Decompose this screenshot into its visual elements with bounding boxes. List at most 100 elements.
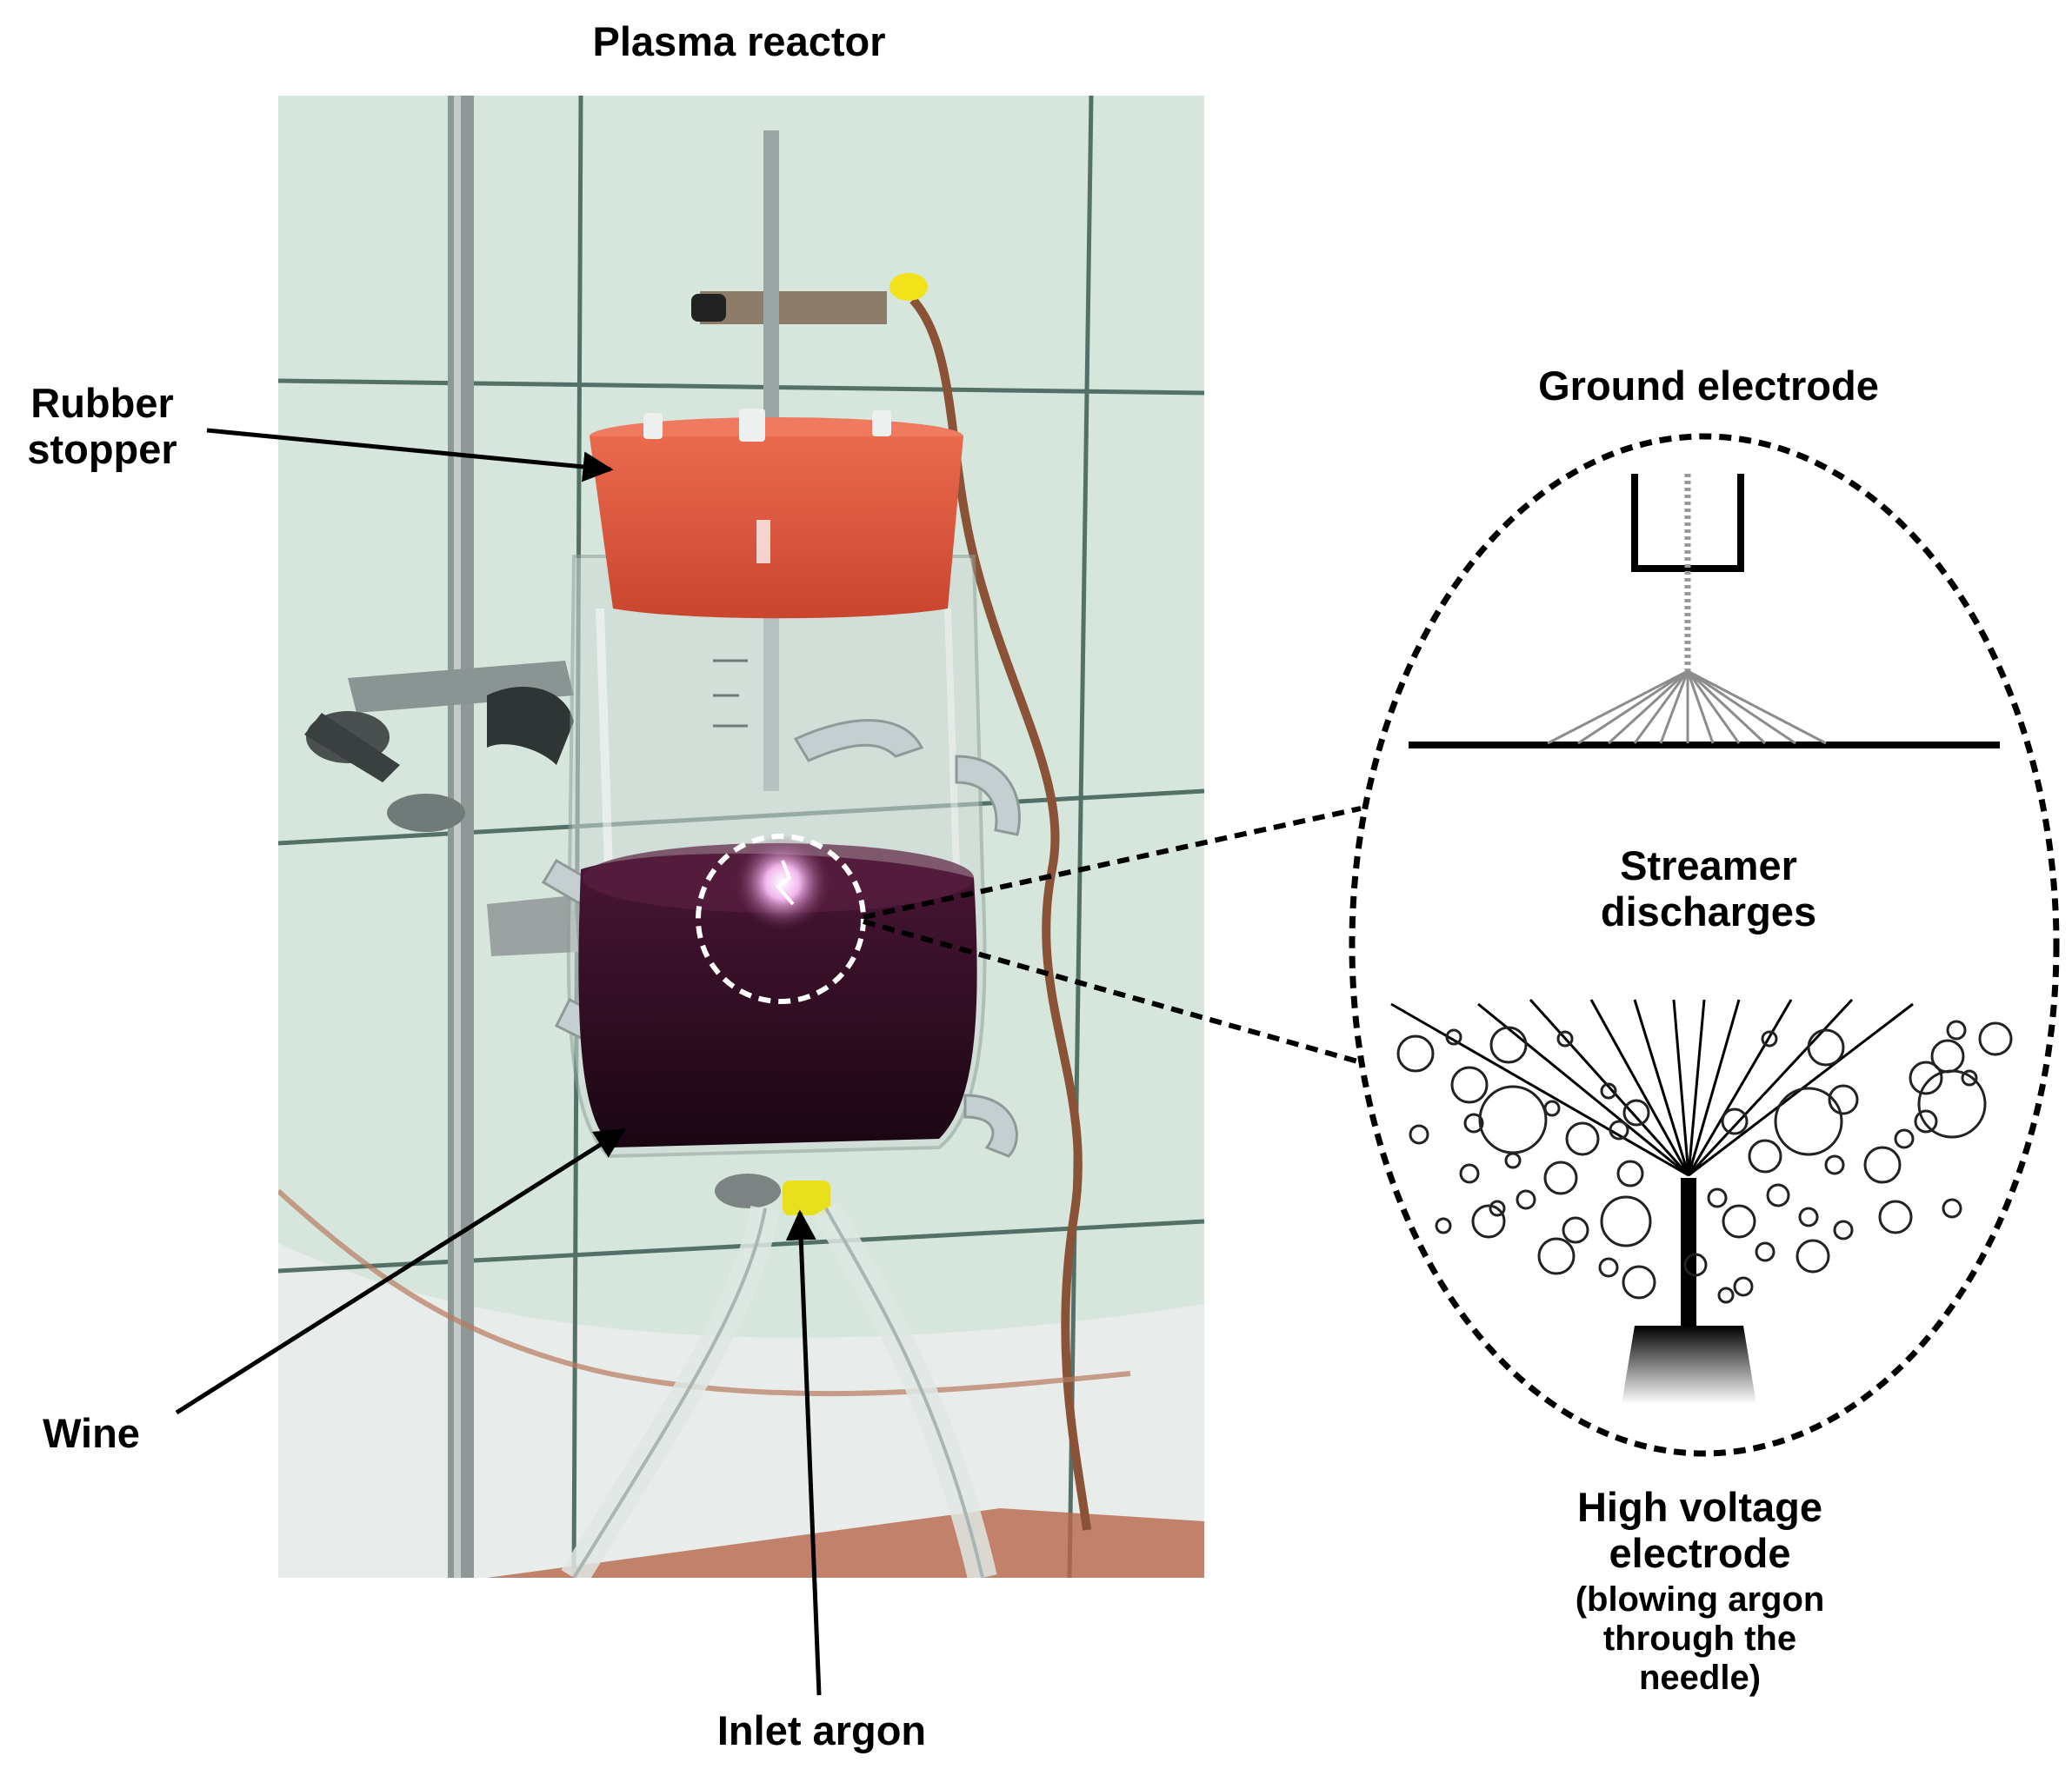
bubble <box>1909 1061 1943 1095</box>
bubble <box>1721 1108 1749 1135</box>
bubbles <box>1396 1020 2013 1304</box>
rubber-stopper <box>590 409 963 619</box>
wine-arrow <box>175 1127 626 1415</box>
bubble <box>1609 1120 1629 1141</box>
bubble <box>1796 1239 1830 1274</box>
bubble <box>1914 1109 1938 1134</box>
bubble <box>1833 1220 1854 1241</box>
bubble <box>1863 1146 1902 1184</box>
bubble <box>1616 1160 1644 1187</box>
bubble <box>1894 1128 1915 1149</box>
electrode-schematic <box>1349 433 2060 1457</box>
streamer-ray <box>1687 999 1706 1176</box>
ground-electrode-label: Ground electrode <box>1538 363 1879 409</box>
bubble <box>1622 1099 1650 1127</box>
fan-ray <box>1687 669 1827 745</box>
bubble <box>1828 1084 1859 1115</box>
bubble <box>1463 1113 1484 1134</box>
bubble <box>1748 1139 1782 1174</box>
spark-highlight-circle <box>696 834 866 1004</box>
bubble <box>1396 1034 1435 1073</box>
fan-ray <box>1547 669 1689 745</box>
inlet-argon-arrow <box>785 1209 822 1696</box>
bubble <box>1409 1124 1429 1145</box>
wine <box>578 853 977 1147</box>
bubble <box>1562 1216 1589 1244</box>
fan-ray <box>1659 670 1689 744</box>
bubble <box>1946 1020 1967 1041</box>
bubble <box>1489 1200 1506 1217</box>
copper-plate <box>487 1508 1204 1578</box>
bubble <box>1450 1066 1489 1104</box>
bubble <box>1942 1198 1962 1219</box>
fan-ray <box>1686 670 1741 744</box>
fan-ray <box>1577 669 1689 745</box>
bubble <box>1755 1241 1776 1262</box>
bubble <box>1537 1237 1576 1275</box>
streamer-ray <box>1477 1002 1689 1177</box>
bubble <box>1683 1253 1708 1277</box>
wine-label: Wine <box>43 1410 140 1456</box>
streamer-ray <box>1687 999 1793 1176</box>
fan-ray <box>1686 669 1767 745</box>
ground-electrode <box>1631 474 1744 572</box>
bubble <box>1489 1026 1528 1064</box>
label-arrows <box>175 428 822 1696</box>
bubble <box>1978 1021 2013 1056</box>
fan-ray <box>1633 670 1689 744</box>
bubble <box>1824 1154 1845 1175</box>
streamer-ray <box>1687 999 1741 1176</box>
plasma-spark <box>735 835 830 930</box>
bubble <box>1761 1030 1778 1048</box>
streamer-discharges-label: Streamer discharges <box>1600 842 1817 935</box>
reactor-photo <box>278 96 1204 1578</box>
bubble <box>1600 1195 1652 1247</box>
bubble <box>1435 1217 1452 1234</box>
bubble <box>1774 1087 1843 1156</box>
argon-inlet-fitting <box>561 1174 997 1578</box>
bubble <box>1798 1207 1819 1227</box>
bubble <box>1459 1163 1480 1184</box>
stand-clamp <box>304 661 578 956</box>
bubble <box>1543 1161 1578 1195</box>
zoom-connector-lines <box>863 806 1362 1065</box>
streamer-ray <box>1633 999 1690 1176</box>
streamer-ray <box>1589 999 1690 1176</box>
bubble <box>1478 1085 1548 1154</box>
fan-ray <box>1607 669 1689 745</box>
high-voltage-electrode <box>1622 1178 1756 1404</box>
rubber-stopper-label: Rubber stopper <box>27 380 177 472</box>
bubble <box>1471 1204 1506 1239</box>
high-voltage-note: (blowing argon through the needle) <box>1575 1580 1825 1697</box>
bubble <box>1600 1082 1617 1100</box>
bubble <box>1598 1257 1619 1278</box>
ground-discharge-fan <box>1547 669 1827 745</box>
bubble <box>1722 1204 1756 1239</box>
streamer-ray <box>1672 999 1690 1176</box>
bubble <box>1543 1100 1561 1117</box>
inlet-argon-label: Inlet argon <box>716 1707 927 1753</box>
bubble <box>1930 1039 1965 1074</box>
high-voltage-electrode-label: High voltage electrode <box>1576 1484 1823 1576</box>
bubble <box>1807 1028 1845 1067</box>
bubble <box>1504 1152 1522 1169</box>
streamer-lines <box>1390 998 1914 1177</box>
bubble <box>1766 1183 1790 1207</box>
bubble <box>1565 1121 1600 1156</box>
bubble <box>1878 1200 1913 1234</box>
bubble <box>1622 1265 1656 1300</box>
bubble <box>1556 1030 1574 1048</box>
streamer-ray <box>1529 998 1690 1177</box>
figure-title: Plasma reactor <box>592 18 886 64</box>
fan-ray <box>1686 670 1715 744</box>
streamer-ray <box>1390 1002 1689 1177</box>
bubble <box>1717 1287 1735 1304</box>
fan-ray <box>1687 669 1796 745</box>
bubble <box>1445 1028 1462 1046</box>
bubble <box>1961 1069 1978 1087</box>
bubble <box>1733 1276 1754 1297</box>
rubber-stopper-arrow <box>206 428 614 482</box>
bubble <box>1707 1187 1728 1208</box>
bubble <box>1516 1189 1536 1210</box>
